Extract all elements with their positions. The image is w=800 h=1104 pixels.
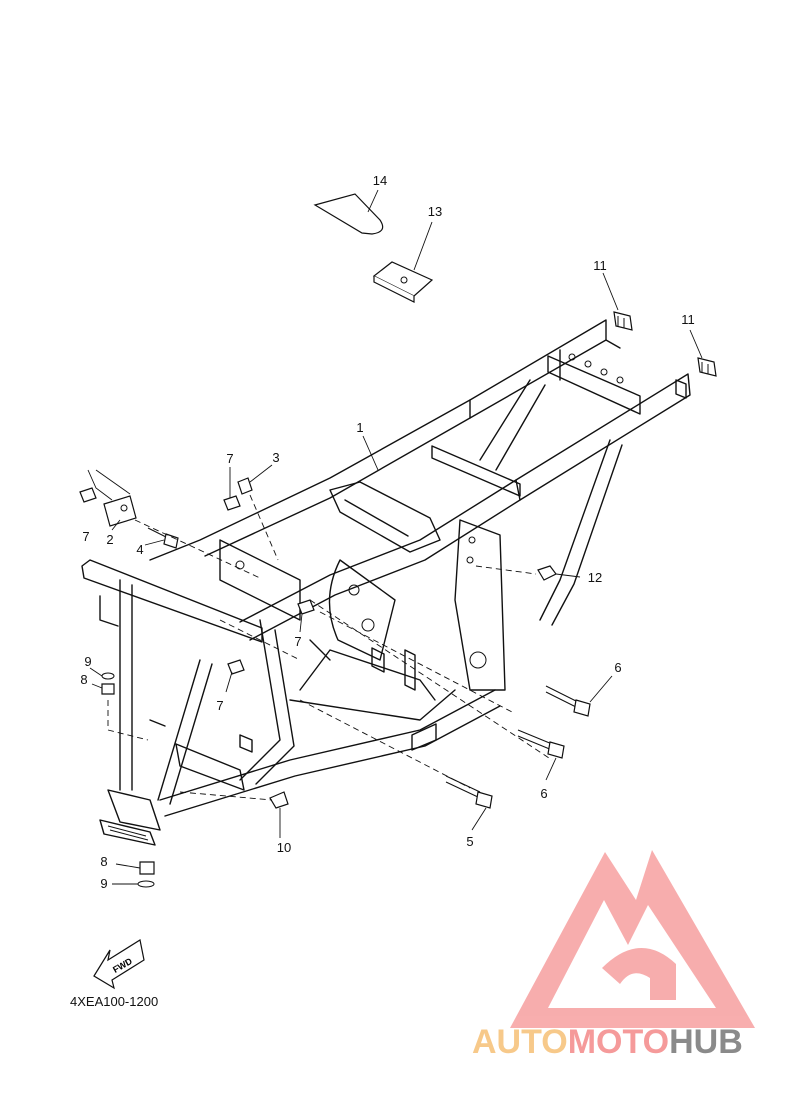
callout-9b: 9: [100, 876, 107, 891]
callout-9a: 9: [84, 654, 91, 669]
part-7-nut-d: [227, 659, 245, 675]
part-8-collar-a: [101, 683, 115, 695]
watermark-auto: AUTO: [472, 1023, 568, 1061]
part-2-bracket: [103, 495, 137, 527]
part-11-cap-b: [697, 357, 717, 377]
callout-6b: 6: [540, 786, 547, 801]
part-11-cap-a: [613, 311, 633, 331]
fwd-arrow-icon: FWD: [93, 939, 145, 990]
part-7-nut-a: [79, 487, 97, 503]
watermark-text: AUTOMOTOHUB: [472, 1023, 743, 1061]
part-4-bolt: [147, 527, 179, 549]
part-7-nut-c: [297, 599, 315, 615]
callout-3: 3: [272, 450, 279, 465]
callout-7b: 7: [82, 529, 89, 544]
callout-11a: 11: [593, 258, 607, 273]
callout-8b: 8: [100, 854, 107, 869]
reference-code: 4XEA100-1200: [70, 994, 158, 1009]
callout-7a: 7: [226, 451, 233, 466]
callout-13: 13: [428, 204, 442, 219]
assembly-lines: [107, 494, 553, 801]
watermark-hub: HUB: [669, 1023, 743, 1061]
callout-2: 2: [106, 532, 113, 547]
part-5-bolt: [445, 775, 493, 809]
callout-7d: 7: [216, 698, 223, 713]
part-7-nut-b: [223, 495, 241, 511]
callout-10: 10: [277, 840, 291, 855]
leader-lines: [87, 189, 703, 885]
main-frame: [81, 319, 691, 846]
part-14-pad: [313, 193, 384, 235]
part-12-clip: [537, 565, 557, 581]
part-9-ring-b: [137, 880, 155, 888]
callouts: 14 13 11 11 1 3 7 7 2 4 12 7 6 9 8 7 6 5…: [80, 173, 694, 891]
part-6-bolt-a: [545, 685, 591, 717]
part-13-bracket: [372, 261, 434, 303]
watermark-moto: MOTO: [568, 1023, 669, 1061]
part-8-collar-b: [139, 861, 155, 875]
part-9-ring-a: [101, 672, 115, 680]
callout-1: 1: [356, 420, 363, 435]
callout-11b: 11: [681, 312, 695, 327]
callout-4: 4: [136, 542, 143, 557]
callout-8a: 8: [80, 672, 87, 687]
watermark-logo: [510, 850, 755, 1028]
callout-12: 12: [588, 570, 602, 585]
callout-5: 5: [466, 834, 473, 849]
callout-7c: 7: [294, 634, 301, 649]
part-6-bolt-b: [517, 729, 565, 759]
callout-14: 14: [373, 173, 387, 188]
part-10-bolt: [269, 791, 289, 809]
part-3-bolt: [237, 477, 253, 495]
callout-6a: 6: [614, 660, 621, 675]
